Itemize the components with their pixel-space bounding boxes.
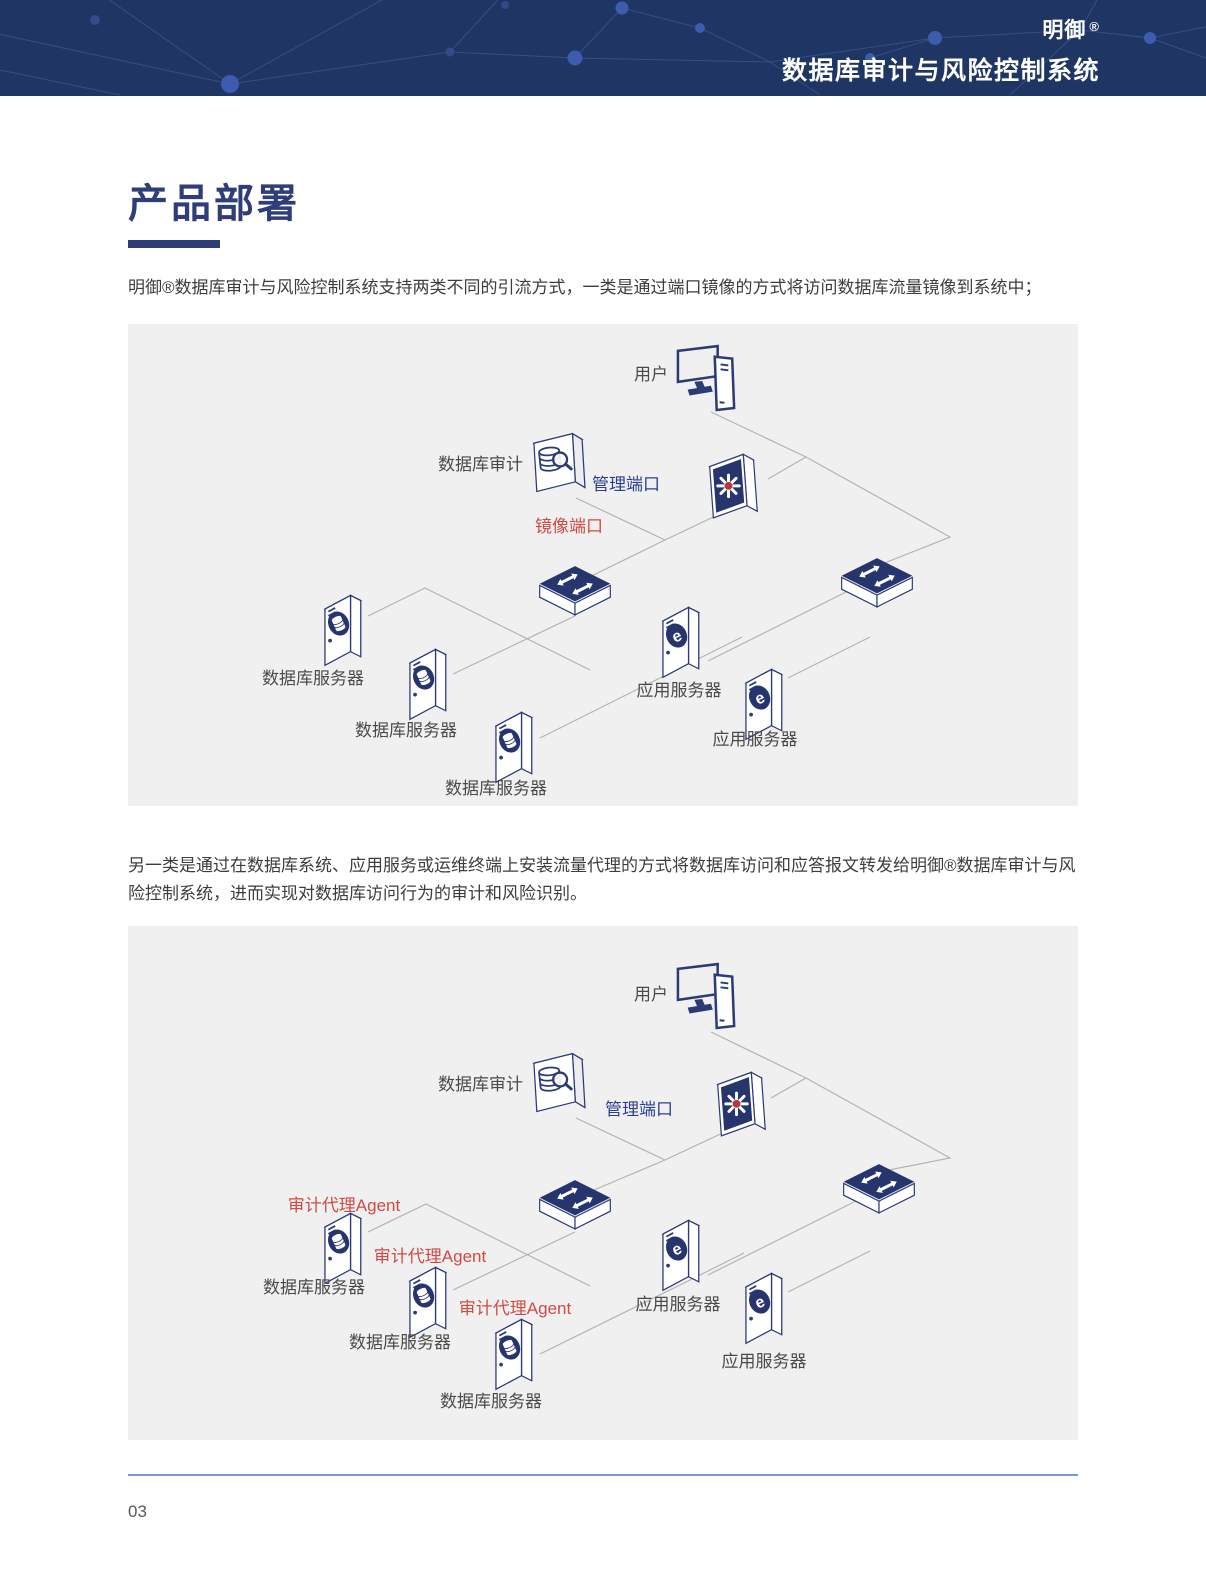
database-audit-appliance-icon xyxy=(532,432,587,493)
page-title: 产品部署 xyxy=(128,182,300,226)
connection-lines xyxy=(367,1031,952,1355)
router-icon xyxy=(708,452,759,520)
application-server-icon xyxy=(661,606,700,679)
connection-lines xyxy=(367,411,952,739)
database-server-label: 数据库服务器 xyxy=(263,1278,365,1298)
switch-icon xyxy=(539,566,611,616)
database-server-label: 数据库服务器 xyxy=(262,669,364,689)
mirror-port-label: 镜像端口 xyxy=(535,517,603,537)
banner-text: 明御® 数据库审计与风险控制系统 xyxy=(782,14,1100,87)
management-port-label: 管理端口 xyxy=(605,1100,673,1120)
database-audit-label: 数据库审计 xyxy=(438,1075,523,1095)
application-server-label: 应用服务器 xyxy=(712,730,798,750)
switch-icon xyxy=(539,1180,611,1230)
application-server-label: 应用服务器 xyxy=(636,681,722,701)
footer-divider xyxy=(128,1474,1078,1477)
management-port-label: 管理端口 xyxy=(592,475,660,495)
database-server-label: 数据库服务器 xyxy=(440,1392,542,1412)
application-server-icon xyxy=(661,1219,700,1292)
database-audit-appliance-icon xyxy=(532,1052,587,1114)
switch-icon xyxy=(841,558,913,608)
database-server-label: 数据库服务器 xyxy=(349,1333,451,1353)
router-icon xyxy=(716,1071,767,1138)
brand-name: 明御® xyxy=(1042,19,1100,42)
database-server-icon xyxy=(323,594,362,667)
second-paragraph: 另一类是通过在数据库系统、应用服务或运维终端上安装流量代理的方式将数据库访问和应… xyxy=(128,856,1076,904)
audit-agent-label: 审计代理Agent xyxy=(458,1299,572,1319)
audit-agent-label: 审计代理Agent xyxy=(373,1247,487,1267)
application-server-icon xyxy=(744,1272,783,1345)
user-computer-icon xyxy=(676,962,736,1030)
user-computer-icon xyxy=(676,344,736,412)
constellation-pattern xyxy=(0,0,1206,96)
title-underline-bar xyxy=(128,240,220,248)
product-name: 数据库审计与风险控制系统 xyxy=(781,57,1100,85)
switch-icon xyxy=(843,1164,915,1214)
database-server-label: 数据库服务器 xyxy=(445,779,547,799)
application-server-label: 应用服务器 xyxy=(721,1352,807,1372)
intro-paragraph: 明御®数据库审计与风险控制系统支持两类不同的引流方式，一类是通过端口镜像的方式将… xyxy=(128,278,1042,297)
user-label: 用户 xyxy=(634,985,668,1005)
audit-agent-label: 审计代理Agent xyxy=(287,1196,401,1216)
deployment-diagram-port-mirror: 用户 数据库审计 管理端口 镜像端口 数据库服务器 数据库服务器 数据库服务器 … xyxy=(128,324,1078,807)
deployment-diagram-agent: 用户 数据库审计 管理端口 审计代理Agent 数据库服务器 审计代理Agent… xyxy=(128,926,1078,1441)
database-server-icon xyxy=(408,648,447,721)
database-server-label: 数据库服务器 xyxy=(355,721,457,741)
database-server-icon xyxy=(494,1318,533,1391)
user-label: 用户 xyxy=(634,365,668,385)
registered-trademark: ® xyxy=(1089,19,1100,34)
page-number: 03 xyxy=(128,1502,147,1522)
application-server-label: 应用服务器 xyxy=(635,1295,721,1315)
database-server-icon xyxy=(494,711,533,784)
database-audit-label: 数据库审计 xyxy=(438,455,523,475)
page-header-banner: 明御® 数据库审计与风险控制系统 xyxy=(0,0,1206,96)
